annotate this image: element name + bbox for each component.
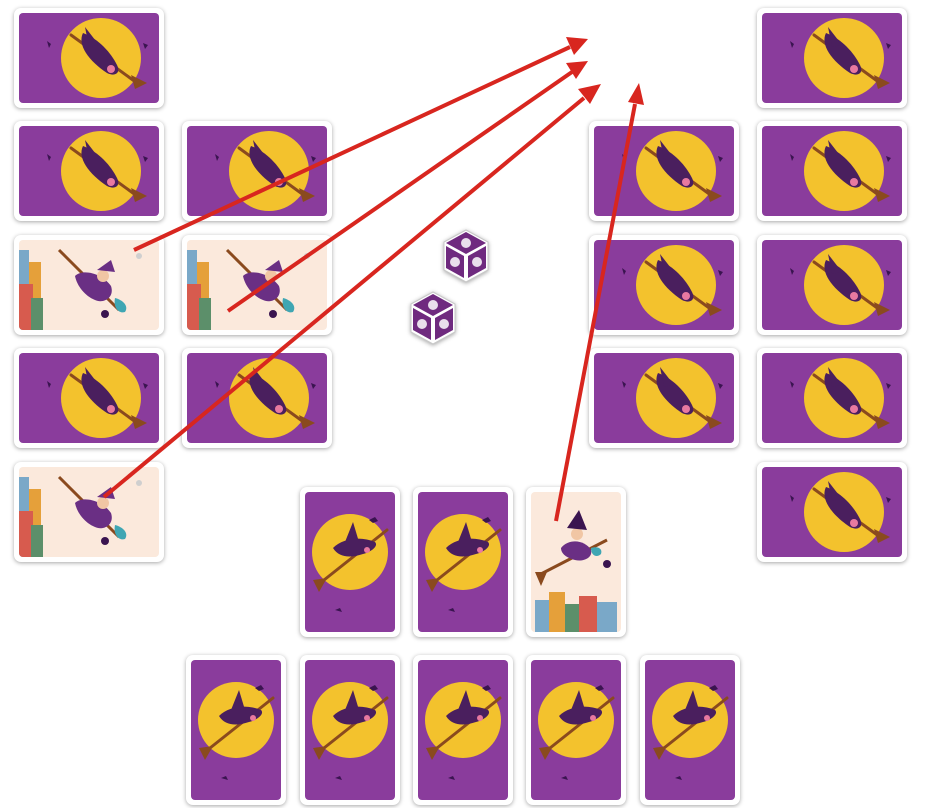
left-column-1 xyxy=(14,8,164,562)
card-back[interactable] xyxy=(757,121,907,221)
owl-die-icon[interactable] xyxy=(410,291,456,345)
card-back[interactable] xyxy=(589,348,739,448)
right-column-2 xyxy=(757,8,907,562)
card-back[interactable] xyxy=(186,655,286,805)
card-back[interactable] xyxy=(14,121,164,221)
card-back[interactable] xyxy=(14,8,164,108)
card-back[interactable] xyxy=(300,487,400,637)
bottom-row-1 xyxy=(300,487,626,637)
card-back[interactable] xyxy=(14,348,164,448)
bottom-row-2 xyxy=(186,655,740,805)
card-face-up[interactable] xyxy=(526,487,626,637)
card-back[interactable] xyxy=(757,235,907,335)
card-face-up[interactable] xyxy=(182,235,332,335)
card-back[interactable] xyxy=(413,487,513,637)
card-back[interactable] xyxy=(300,655,400,805)
card-back[interactable] xyxy=(413,655,513,805)
card-face-up[interactable] xyxy=(14,235,164,335)
right-column-1 xyxy=(589,121,739,448)
arrow-1 xyxy=(133,37,588,252)
card-face-up[interactable] xyxy=(14,462,164,562)
card-back[interactable] xyxy=(757,8,907,108)
move-arrows xyxy=(102,37,644,522)
arrow-4 xyxy=(554,83,644,522)
cat-die-icon[interactable] xyxy=(443,229,489,283)
arrow-3 xyxy=(102,84,601,499)
arrow-2 xyxy=(226,61,588,313)
card-back[interactable] xyxy=(640,655,740,805)
card-back[interactable] xyxy=(757,462,907,562)
card-back[interactable] xyxy=(757,348,907,448)
card-back[interactable] xyxy=(589,121,739,221)
card-back[interactable] xyxy=(589,235,739,335)
card-back[interactable] xyxy=(526,655,626,805)
card-back[interactable] xyxy=(182,348,332,448)
dice xyxy=(410,229,489,345)
card-back[interactable] xyxy=(182,121,332,221)
